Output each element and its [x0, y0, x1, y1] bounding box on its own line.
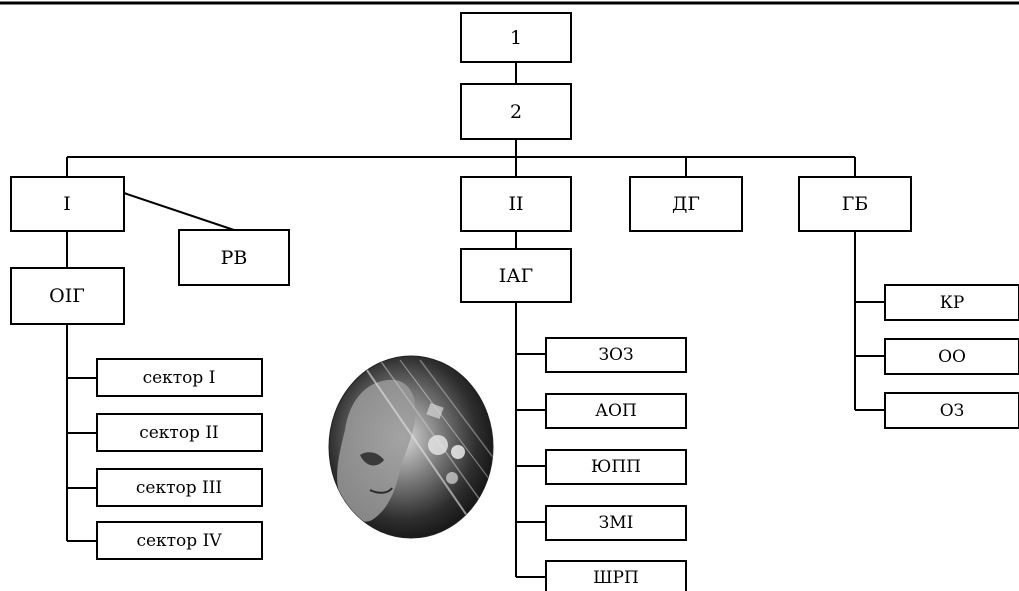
node-zoz-label: ЗОЗ	[598, 345, 633, 365]
node-oo-label: ОО	[938, 347, 966, 367]
node-2-label: 2	[510, 101, 522, 123]
node-sector-1-label: сектор I	[143, 368, 216, 388]
node-sector-2-label: сектор II	[139, 423, 219, 443]
node-aop: АОП	[545, 393, 687, 429]
node-yupp: ЮПП	[545, 449, 687, 485]
node-sector-2: сектор II	[96, 413, 263, 452]
portrait-illustration-icon	[328, 355, 494, 539]
node-1: 1	[460, 12, 572, 63]
node-i: I	[10, 176, 125, 232]
node-sector-1: сектор I	[96, 358, 263, 397]
node-kr-label: КР	[940, 293, 965, 313]
node-zoz: ЗОЗ	[545, 337, 687, 373]
node-sector-4-label: сектор IV	[136, 531, 222, 551]
node-iag-label: ІАГ	[499, 265, 533, 287]
node-dg: ДГ	[629, 176, 743, 232]
node-1-label: 1	[510, 27, 522, 49]
node-oz-label: ОЗ	[940, 401, 965, 421]
node-i-label: I	[63, 193, 71, 215]
node-ii-label: II	[508, 193, 523, 215]
node-aop-label: АОП	[595, 401, 637, 421]
node-oig: ОІГ	[10, 267, 125, 325]
node-ii: II	[460, 176, 572, 232]
node-oig-label: ОІГ	[49, 285, 85, 307]
node-sector-3-label: сектор III	[136, 478, 222, 498]
node-zmi: ЗМІ	[545, 505, 687, 541]
node-rv: РВ	[178, 229, 290, 286]
node-zmi-label: ЗМІ	[599, 513, 634, 533]
node-oo: ОО	[884, 338, 1019, 375]
node-iag: ІАГ	[460, 248, 572, 303]
node-rv-label: РВ	[221, 247, 248, 269]
node-dg-label: ДГ	[672, 193, 700, 215]
node-shrp: ШРП	[545, 560, 687, 591]
node-sector-3: сектор III	[96, 468, 263, 507]
node-yupp-label: ЮПП	[591, 457, 641, 477]
node-kr: КР	[884, 284, 1019, 321]
node-oz: ОЗ	[884, 392, 1019, 429]
node-2: 2	[460, 83, 572, 140]
node-gb-label: ГБ	[842, 193, 869, 215]
node-sector-4: сектор IV	[96, 521, 263, 560]
node-shrp-label: ШРП	[593, 568, 639, 588]
connectors	[66, 62, 885, 578]
node-gb: ГБ	[798, 176, 912, 232]
